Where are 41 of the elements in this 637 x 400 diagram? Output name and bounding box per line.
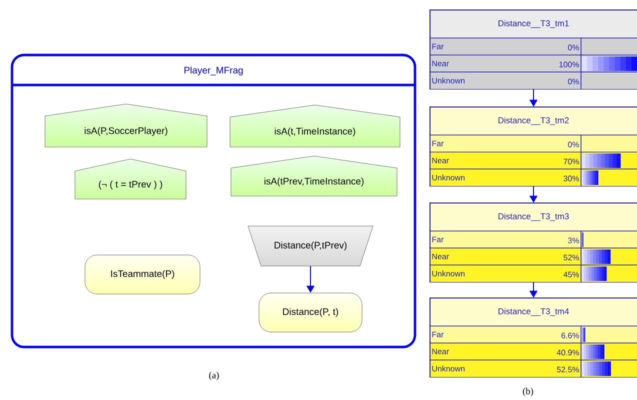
node-label: Far bbox=[432, 332, 444, 338]
context-pentagon: isA(P,SoccerPlayer) bbox=[44, 104, 208, 148]
node-label: Far bbox=[432, 140, 444, 146]
node-label: 40.9% bbox=[556, 350, 580, 356]
node-label: 52% bbox=[564, 254, 580, 260]
context-pentagon: isA(t,TimeInstance) bbox=[230, 104, 400, 148]
node-label: Unknown bbox=[432, 174, 465, 180]
input-trapezoid: Distance(P,tPrev) bbox=[248, 226, 374, 266]
table-row: Unknown 45% bbox=[430, 264, 637, 282]
node-label: Near bbox=[432, 60, 449, 66]
table-row: Far 3% bbox=[430, 230, 637, 248]
context-pentagon: isA(tPrev,TimeInstance) bbox=[230, 156, 398, 196]
resident-node: IsTeammate(P) bbox=[84, 254, 200, 294]
table-row: Far 0% bbox=[430, 134, 637, 152]
table-row: Far 0% bbox=[430, 38, 637, 56]
node-label: Near bbox=[432, 158, 449, 164]
panel-caption: (a) bbox=[209, 372, 219, 380]
node-label: Far bbox=[432, 44, 444, 50]
table-row: Far 6.6% bbox=[430, 326, 637, 344]
resident-node: Distance(P, t) bbox=[258, 292, 362, 332]
node-label: Near bbox=[432, 254, 449, 260]
node-label: Unknown bbox=[432, 366, 465, 372]
context-pentagon: (¬ ( t = tPrev ) ) bbox=[74, 158, 186, 200]
table-row: Near 40.9% bbox=[430, 342, 637, 360]
node-label: 52.5% bbox=[556, 366, 580, 372]
node-label: Near bbox=[432, 348, 449, 354]
node-label: Unknown bbox=[432, 270, 465, 276]
node-label: 0% bbox=[568, 142, 580, 148]
node-label: 0% bbox=[568, 78, 580, 84]
table-row: Unknown 30% bbox=[430, 168, 637, 186]
node-label: 30% bbox=[564, 176, 580, 182]
node-label: 3% bbox=[568, 238, 580, 244]
node-label: 6.6% bbox=[561, 332, 580, 338]
node-label: 100% bbox=[559, 62, 580, 68]
table-row: Unknown 0% bbox=[430, 72, 637, 90]
node-label: 45% bbox=[563, 272, 580, 278]
node-label: Unknown bbox=[432, 78, 465, 84]
panel-caption: (b) bbox=[522, 388, 534, 396]
node-label: 70% bbox=[564, 158, 580, 164]
node-label: 0% bbox=[568, 44, 580, 50]
node-label: Far bbox=[432, 236, 444, 242]
